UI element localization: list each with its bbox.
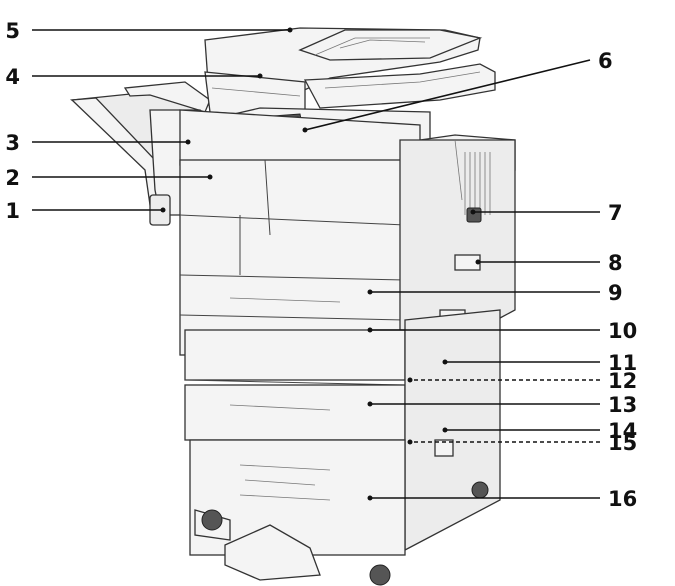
callout-label-13: 13 <box>608 393 637 417</box>
printer-illustration <box>69 27 516 586</box>
stand-base <box>194 481 489 586</box>
callout-7: 7 <box>470 201 623 225</box>
callout-label-10: 10 <box>608 319 637 343</box>
callout-label-6: 6 <box>598 49 613 73</box>
callout-5: 5 <box>5 19 293 43</box>
callout-label-11: 11 <box>608 351 637 375</box>
callout-label-7: 7 <box>608 201 623 225</box>
callout-10: 10 <box>367 319 637 343</box>
callout-label-1: 1 <box>5 199 20 223</box>
callout-label-8: 8 <box>608 251 623 275</box>
callout-label-5: 5 <box>5 19 20 43</box>
document-feeder <box>204 27 496 121</box>
callout-label-2: 2 <box>5 166 20 190</box>
callouts: 5 4 3 2 1 6 7 <box>5 19 637 511</box>
callout-label-16: 16 <box>608 487 637 511</box>
callout-label-15: 15 <box>608 431 637 455</box>
finisher-trays <box>69 81 211 226</box>
callout-13: 13 <box>367 393 637 417</box>
callout-label-12: 12 <box>608 369 637 393</box>
callout-label-9: 9 <box>608 281 623 305</box>
callout-label-3: 3 <box>5 131 20 155</box>
callout-8: 8 <box>475 251 623 275</box>
vent-grille <box>464 152 491 215</box>
callout-16: 16 <box>367 487 637 511</box>
callout-3: 3 <box>5 131 191 155</box>
callout-label-4: 4 <box>5 65 20 89</box>
callout-6: 6 <box>302 49 613 133</box>
callout-4: 4 <box>5 65 263 89</box>
callout-label-14: 14 <box>608 419 637 443</box>
callout-12: 12 <box>407 369 637 393</box>
callout-11: 11 <box>442 351 637 375</box>
callout-9: 9 <box>367 281 623 305</box>
callout-1: 1 <box>5 199 166 223</box>
callout-15: 15 <box>407 431 637 455</box>
callout-14: 14 <box>442 419 637 443</box>
paper-trays <box>184 309 501 556</box>
callout-2: 2 <box>5 166 213 190</box>
